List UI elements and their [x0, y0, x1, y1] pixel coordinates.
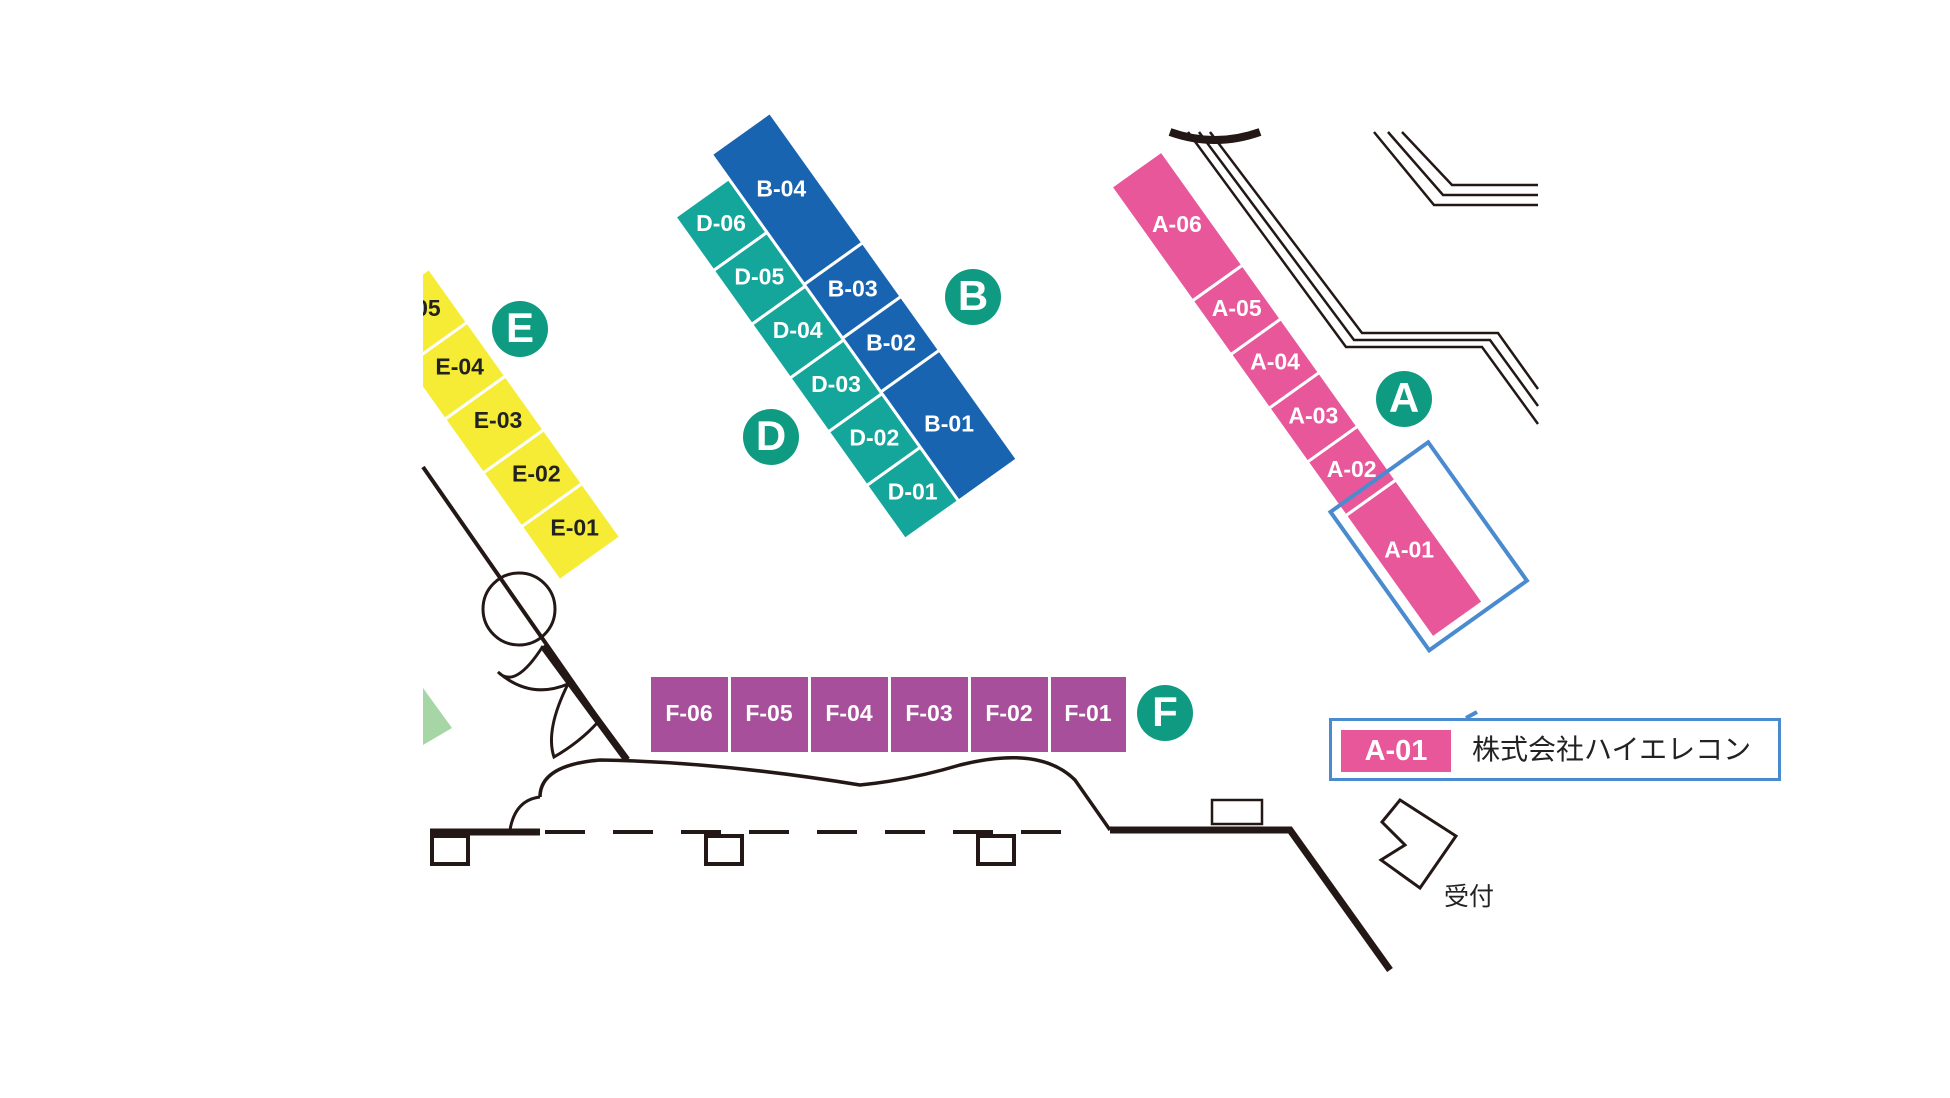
- booth-B-04[interactable]: B-04: [709, 110, 865, 287]
- svg-text:B-04: B-04: [756, 175, 806, 201]
- svg-text:F-06: F-06: [665, 700, 712, 726]
- svg-text:A-06: A-06: [1152, 211, 1202, 237]
- svg-text:F-04: F-04: [825, 700, 873, 726]
- svg-text:B-03: B-03: [828, 276, 878, 302]
- svg-text:E-02: E-02: [512, 461, 561, 487]
- svg-text:A-02: A-02: [1327, 456, 1377, 482]
- building-walls: [421, 128, 1540, 973]
- svg-text:E-03: E-03: [474, 407, 523, 433]
- booth-F-06[interactable]: F-06: [651, 677, 728, 752]
- booth-F-03[interactable]: F-03: [891, 677, 968, 752]
- highlight-booth-tag: A-01: [1341, 730, 1451, 772]
- zone-bd: D-06 D-05 D-04 D-03 D-02 D-01 B-04: [672, 110, 1020, 542]
- svg-text:A-04: A-04: [1250, 349, 1300, 375]
- booth-F-01[interactable]: F-01: [1051, 677, 1126, 752]
- zone-a: A-06 A-05 A-04 A-03 A-02 A-01: [1108, 148, 1530, 654]
- svg-text:B-01: B-01: [924, 411, 974, 437]
- svg-text:F-03: F-03: [905, 700, 952, 726]
- highlight-info-box: A-01 株式会社ハイエレコン: [1329, 718, 1781, 781]
- booth-F-02[interactable]: F-02: [971, 677, 1048, 752]
- highlight-outline: [1327, 439, 1530, 654]
- svg-text:E-01: E-01: [550, 514, 599, 540]
- svg-text:F: F: [1152, 688, 1178, 735]
- svg-text:B-02: B-02: [866, 329, 916, 355]
- svg-text:F-02: F-02: [985, 700, 1032, 726]
- svg-text:F-05: F-05: [745, 700, 793, 726]
- highlight-company-name: 株式会社ハイエレコン: [1472, 733, 1752, 766]
- booth-A-03[interactable]: A-03: [1266, 370, 1360, 465]
- svg-text:D-04: D-04: [773, 317, 823, 343]
- booth-E-01[interactable]: E-01: [519, 481, 623, 583]
- svg-text:A: A: [1389, 374, 1419, 421]
- svg-text:D-02: D-02: [849, 425, 899, 451]
- svg-text:D-03: D-03: [811, 371, 861, 397]
- svg-text:A-05: A-05: [1212, 295, 1262, 321]
- booth-A-01[interactable]: A-01: [1343, 477, 1486, 641]
- reception-label: 受付: [1444, 882, 1495, 911]
- zone-marker-f: F: [1137, 685, 1193, 741]
- booth-E-03[interactable]: E-03: [442, 373, 547, 476]
- booth-E-04[interactable]: E-04: [406, 320, 508, 422]
- zone-marker-d: D: [743, 409, 799, 465]
- svg-text:A-01: A-01: [1384, 537, 1434, 563]
- zone-marker-e: E: [492, 301, 548, 357]
- svg-text:A-03: A-03: [1288, 402, 1338, 428]
- booth-F-05[interactable]: F-05: [731, 677, 808, 752]
- zone-marker-a: A: [1376, 371, 1432, 427]
- booth-B-01[interactable]: B-01: [878, 348, 1020, 504]
- svg-text:D-01: D-01: [888, 478, 938, 504]
- highlight-connector: [1465, 710, 1478, 720]
- svg-text:D-06: D-06: [696, 210, 746, 236]
- svg-text:B: B: [958, 272, 988, 319]
- svg-text:05: 05: [415, 295, 441, 321]
- svg-text:E: E: [506, 304, 534, 351]
- booth-F-04[interactable]: F-04: [811, 677, 888, 752]
- booth-A-05[interactable]: A-05: [1190, 262, 1284, 357]
- zone-e: 05 E-04 E-03 E-02 E-01: [406, 266, 623, 583]
- zone-marker-b: B: [945, 269, 1001, 325]
- svg-text:F-01: F-01: [1064, 700, 1112, 726]
- zone-f: F-06 F-05 F-04 F-03 F-02 F-01: [651, 677, 1126, 752]
- svg-text:E-04: E-04: [435, 353, 484, 379]
- svg-text:D-05: D-05: [734, 264, 784, 290]
- svg-text:D: D: [756, 412, 786, 459]
